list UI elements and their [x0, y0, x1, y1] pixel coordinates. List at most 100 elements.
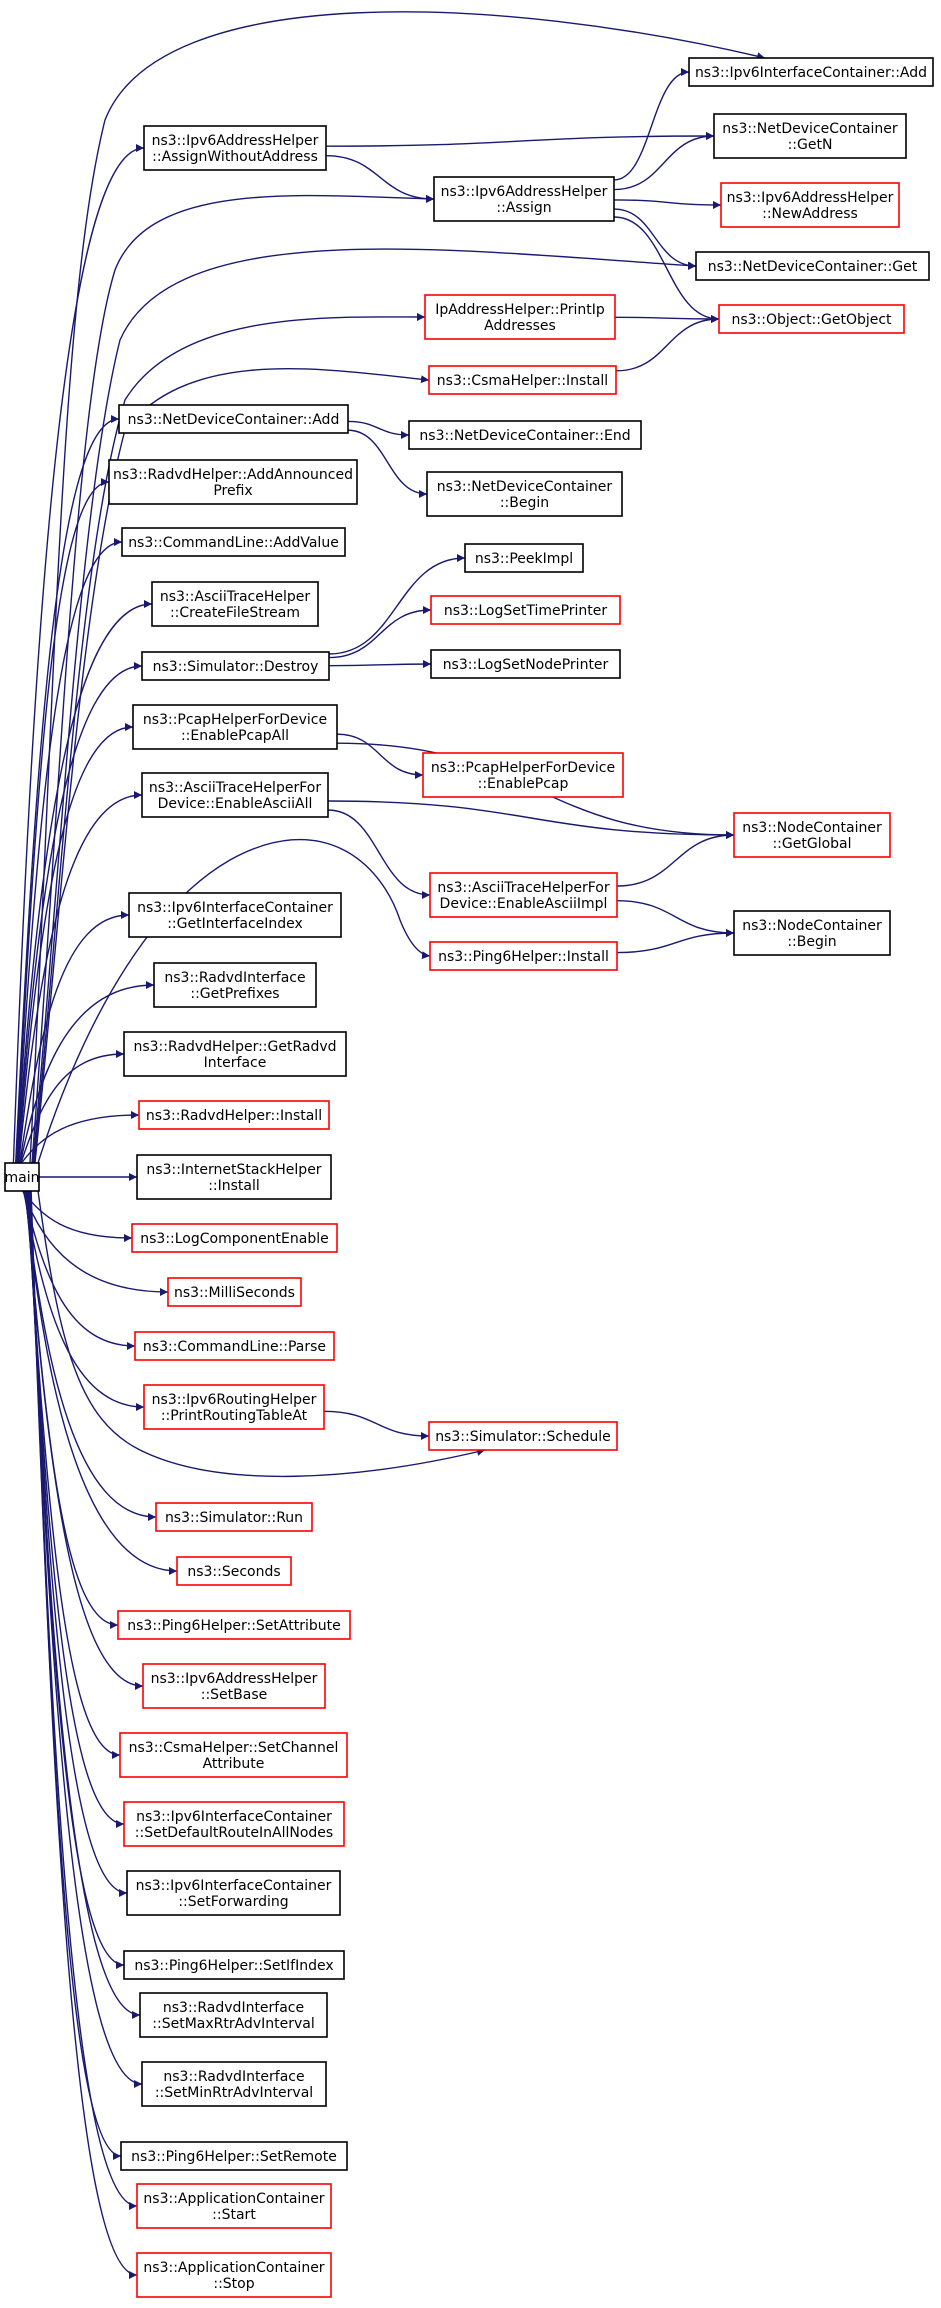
node-label: ns3::Ipv6RoutingHelper [152, 1392, 317, 1408]
node-box [695, 251, 930, 281]
node-ipv6ah-assignwo[interactable]: ns3::Ipv6AddressHelper::AssignWithoutAdd… [143, 125, 327, 171]
node-box [153, 962, 317, 1008]
node-label: ns3::RadvdInterface [163, 2000, 304, 2016]
node-box [430, 595, 621, 625]
node-ndc-getn[interactable]: ns3::NetDeviceContainer::GetN [713, 113, 907, 159]
node-label: ns3::Ping6Helper::SetIfIndex [134, 1958, 333, 1974]
edge-main-to-ipv6ic_setdefault [26, 1190, 125, 1828]
node-nc-getglobal[interactable]: ns3::NodeContainer::GetGlobal [733, 812, 891, 858]
node-ac-start[interactable]: ns3::ApplicationContainer::Start [136, 2183, 332, 2229]
node-logsetnode[interactable]: ns3::LogSetNodePrinter [430, 649, 621, 679]
edge-main-to-ath_createfile [16, 600, 153, 1164]
edge-ipv6ah_assign-to-ndc_get [613, 208, 697, 270]
edge-main-to-ipv6ic_setfwd [27, 1190, 128, 1897]
node-millis[interactable]: ns3::MilliSeconds [167, 1277, 302, 1307]
node-label: ns3::NetDeviceContainer [722, 121, 898, 137]
node-ipv6ah-setbase[interactable]: ns3::Ipv6AddressHelper::SetBase [142, 1663, 326, 1709]
node-radvdi-setmax[interactable]: ns3::RadvdInterface::SetMaxRtrAdvInterva… [139, 1992, 328, 2038]
node-logcomp[interactable]: ns3::LogComponentEnable [131, 1223, 338, 1253]
node-label: ns3::RadvdHelper::AddAnnounced [113, 467, 353, 483]
node-label: ::Begin [787, 934, 836, 950]
node-csma-install[interactable]: ns3::CsmaHelper::Install [428, 365, 617, 395]
node-label: ns3::CommandLine::AddValue [128, 535, 339, 551]
node-ndc-get[interactable]: ns3::NetDeviceContainer::Get [695, 251, 930, 281]
node-ish-install[interactable]: ns3::InternetStackHelper::Install [136, 1154, 332, 1200]
edge-main-to-sim_destroy [17, 662, 143, 1164]
node-ascii-enableall[interactable]: ns3::AsciiTraceHelperForDevice::EnableAs… [141, 772, 329, 818]
node-label: ns3::Ipv6AddressHelper [152, 133, 319, 149]
edge-main-to-ipv6ic_add [29, 11, 766, 1164]
node-ipv6ah-assign[interactable]: ns3::Ipv6AddressHelper::Assign [433, 176, 615, 222]
node-pcap-enable[interactable]: ns3::PcapHelperForDevice::EnablePcap [422, 752, 624, 798]
node-obj-getobject[interactable]: ns3::Object::GetObject [718, 304, 905, 334]
node-ascii-enableimpl[interactable]: ns3::AsciiTraceHelperForDevice::EnableAs… [429, 872, 618, 918]
node-label: ::SetDefaultRouteInAllNodes [135, 1825, 333, 1841]
node-ndc-end[interactable]: ns3::NetDeviceContainer::End [408, 420, 642, 450]
edge-ipv6rh_print-to-sim_schedule [323, 1410, 430, 1440]
node-box [141, 651, 330, 681]
node-nc-begin[interactable]: ns3::NodeContainer::Begin [733, 910, 891, 956]
node-ping6-setremote[interactable]: ns3::Ping6Helper::SetRemote [120, 2141, 348, 2171]
node-main: main [4, 1162, 40, 1192]
node-label: ns3::NodeContainer [742, 918, 882, 934]
node-label: ns3::Simulator::Schedule [435, 1429, 611, 1445]
node-seconds[interactable]: ns3::Seconds [176, 1556, 292, 1586]
node-ping6-setattr[interactable]: ns3::Ping6Helper::SetAttribute [117, 1610, 351, 1640]
edge-main-to-radvdi_setmax [28, 1190, 141, 2019]
edge-main-to-radvdi_getprefixes [19, 981, 155, 1164]
node-pcap-enableall[interactable]: ns3::PcapHelperForDevice::EnablePcapAll [132, 704, 338, 750]
node-label: ::Stop [213, 2276, 254, 2292]
node-ndc-begin[interactable]: ns3::NetDeviceContainer::Begin [426, 471, 623, 517]
node-box [433, 176, 615, 222]
node-ipv6rh-print[interactable]: ns3::Ipv6RoutingHelper::PrintRoutingTabl… [143, 1384, 325, 1430]
edge-ndc_add-to-ndc_begin [347, 429, 428, 498]
edge-main-to-ping6_install [37, 838, 431, 1164]
node-label: ns3::RadvdInterface [163, 2069, 304, 2085]
edge-main-to-ac_start [29, 1190, 138, 2210]
node-label: ::SetMinRtrAdvInterval [155, 2085, 313, 2101]
node-label: ns3::Ipv6InterfaceContainer [136, 1809, 332, 1825]
edge-main-to-radvd_install [20, 1111, 140, 1164]
node-ipv6ic-getidx[interactable]: ns3::Ipv6InterfaceContainer::GetInterfac… [128, 892, 342, 938]
node-label: ns3::Object::GetObject [731, 312, 892, 328]
node-label: ns3::Ipv6InterfaceContainer [137, 900, 333, 916]
node-ipv6ic-setfwd[interactable]: ns3::Ipv6InterfaceContainer::SetForwardi… [126, 1870, 341, 1916]
edge-ipv6ah_assign-to-ipv6ah_newaddr [613, 199, 722, 209]
node-ping6-setif[interactable]: ns3::Ping6Helper::SetIfIndex [123, 1950, 345, 1980]
edge-main-to-ndc_add [14, 415, 120, 1164]
node-box [426, 471, 623, 517]
node-box [429, 872, 618, 918]
node-ipv6ic-add[interactable]: ns3::Ipv6InterfaceContainer::Add [688, 57, 934, 87]
node-ipv6ic-setdefault[interactable]: ns3::Ipv6InterfaceContainer::SetDefaultR… [123, 1801, 345, 1847]
node-ping6-install[interactable]: ns3::Ping6Helper::Install [429, 941, 618, 971]
node-ndc-add[interactable]: ns3::NetDeviceContainer::Add [118, 404, 349, 434]
node-label: Prefix [213, 483, 252, 499]
node-sim-run[interactable]: ns3::Simulator::Run [155, 1502, 313, 1532]
node-radvdi-getprefixes[interactable]: ns3::RadvdInterface::GetPrefixes [153, 962, 317, 1008]
node-label: ::CreateFileStream [170, 605, 300, 621]
node-box [131, 1223, 338, 1253]
edge-ipv6ah_assignwo-to-ndc_getn [325, 132, 715, 147]
node-sim-destroy[interactable]: ns3::Simulator::Destroy [141, 651, 330, 681]
edge-main-to-sim_schedule [37, 1190, 486, 1478]
node-radvd-install[interactable]: ns3::RadvdHelper::Install [138, 1100, 330, 1130]
node-box [108, 459, 358, 505]
node-label: ns3::NetDeviceContainer [437, 479, 613, 495]
node-cmd-parse[interactable]: ns3::CommandLine::Parse [134, 1331, 335, 1361]
node-ipv6ah-newaddr[interactable]: ns3::Ipv6AddressHelper::NewAddress [720, 182, 900, 228]
node-cmd-addvalue[interactable]: ns3::CommandLine::AddValue [121, 527, 346, 557]
node-logsettime[interactable]: ns3::LogSetTimePrinter [430, 595, 621, 625]
node-label: ns3::LogComponentEnable [140, 1231, 328, 1247]
node-peekimpl[interactable]: ns3::PeekImpl [464, 543, 584, 573]
edge-ascii_enableall-to-ascii_enableimpl [327, 809, 431, 899]
node-label: ns3::Simulator::Destroy [153, 659, 319, 675]
node-ac-stop[interactable]: ns3::ApplicationContainer::Stop [136, 2252, 332, 2298]
node-label: ns3::Ping6Helper::SetAttribute [127, 1618, 340, 1634]
node-ath-createfile[interactable]: ns3::AsciiTraceHelper::CreateFileStream [151, 581, 319, 627]
node-radvdi-setmin[interactable]: ns3::RadvdInterface::SetMinRtrAdvInterva… [141, 2061, 327, 2107]
node-sim-schedule[interactable]: ns3::Simulator::Schedule [428, 1421, 618, 1451]
